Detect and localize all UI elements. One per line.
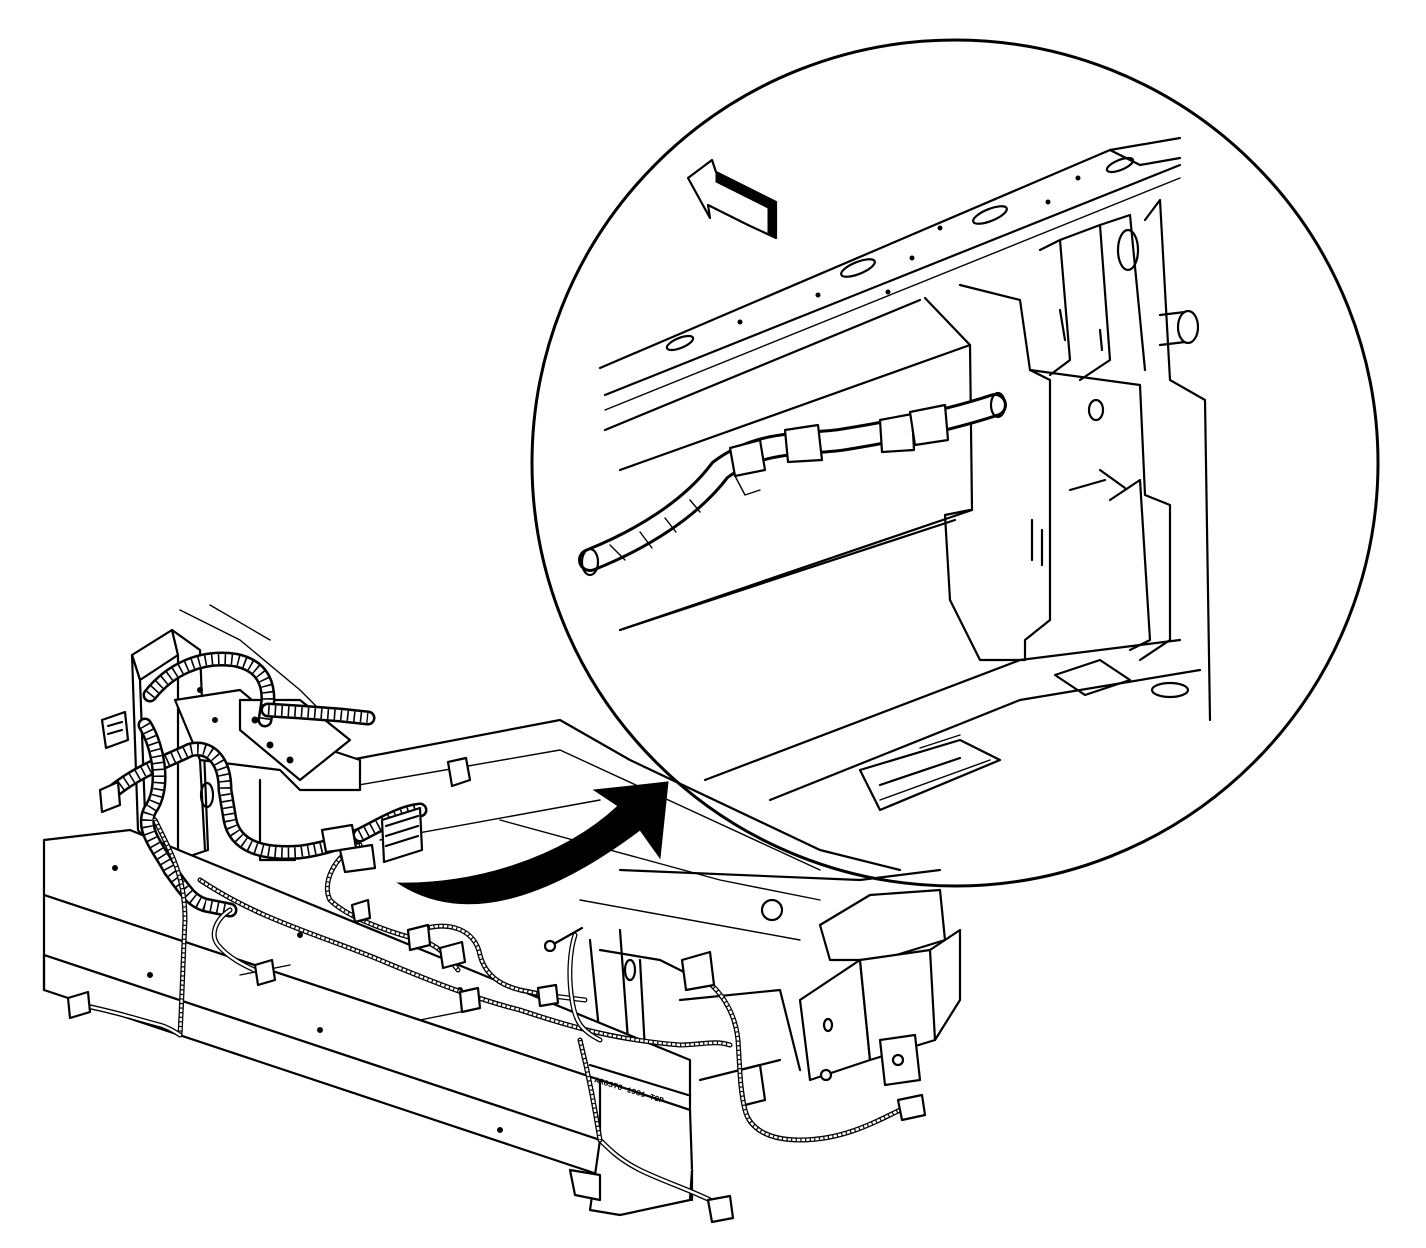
detail-view [530, 38, 1380, 888]
connector-bottom [706, 1194, 735, 1224]
connector-bumper-left [253, 958, 277, 987]
main-assembly: ARGSTO 1981 TOP [42, 604, 962, 1224]
direction-arrow [686, 158, 778, 240]
connector-rear [446, 756, 472, 788]
clip-center [406, 923, 432, 952]
connector-left-lower [66, 990, 92, 1020]
transition-arrow [396, 781, 669, 905]
connector-bumper-right [536, 983, 560, 1008]
connector-bumper-center [438, 940, 467, 970]
connector-center-lower [338, 843, 377, 874]
harness-connectors [66, 710, 927, 1224]
front-bumper-impact-bar: ARGSTO 1981 TOP [42, 828, 694, 1217]
connector-left-middle [98, 780, 122, 814]
wiring-harness [77, 651, 903, 1203]
bolt [543, 926, 584, 953]
connector-left-upper [100, 710, 130, 750]
connector-right-lower [896, 1093, 927, 1122]
connector-large [380, 806, 424, 864]
clip-right [458, 986, 482, 1014]
connector-right-upper [680, 950, 716, 992]
clip-left [350, 898, 372, 924]
detail-harness [578, 391, 1007, 577]
right-frame-rail [588, 868, 962, 1107]
